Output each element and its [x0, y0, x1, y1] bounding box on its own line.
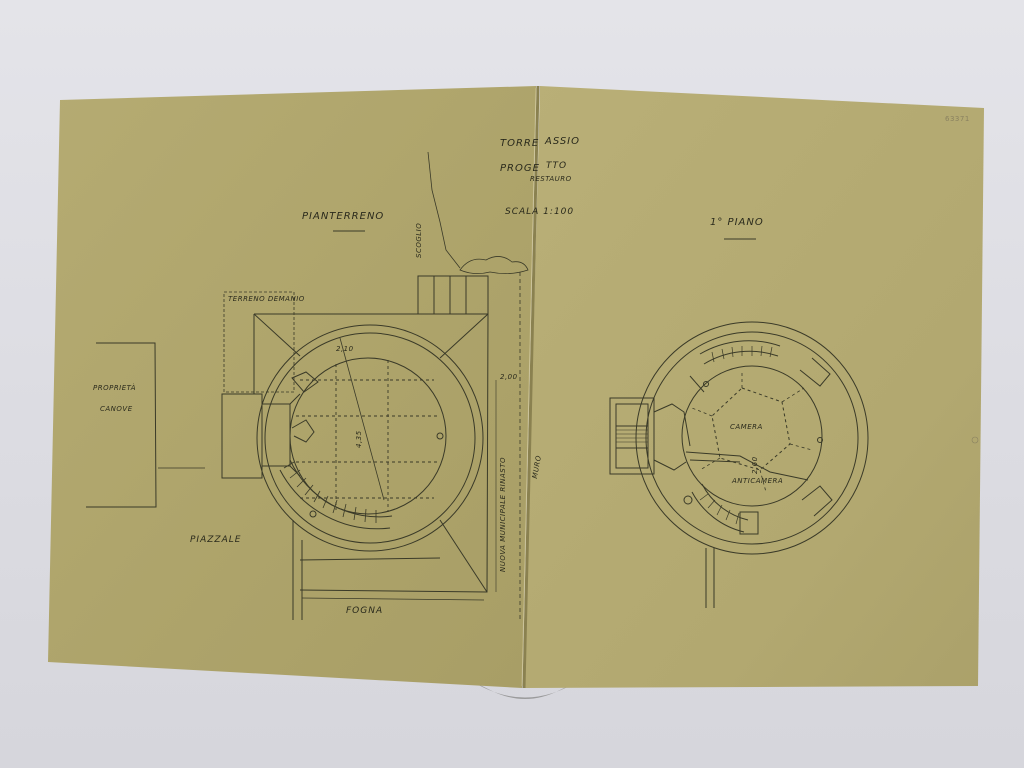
first-annex — [609, 397, 655, 475]
catalog-number: 63371 — [945, 115, 970, 123]
title-assio: ASSIO — [545, 136, 580, 147]
title-torre: TORRE — [500, 138, 540, 149]
title-restauro: RESTAURO — [530, 175, 572, 183]
first-dim-1: 2,60 — [751, 456, 759, 474]
ground-staircase — [279, 469, 391, 530]
ground-tower-outer — [256, 324, 484, 552]
center-fold — [522, 85, 540, 689]
sewer-label: FOGNA — [346, 606, 384, 616]
title-progetto-2: TTO — [546, 161, 568, 171]
square-label: PIAZZALE — [190, 535, 242, 545]
first-staircase — [699, 340, 781, 355]
first-anteroom-label: ANTICAMERA — [732, 477, 784, 485]
right-sheet — [524, 86, 984, 688]
road-label: NUOVA MUNICIPALE RINASTO — [499, 456, 507, 572]
drawing-scale: SCALA 1:100 — [505, 207, 575, 217]
first-tower-inner — [681, 365, 823, 507]
ground-dim-1: 4,35 — [355, 430, 363, 448]
property-label-1: PROPRIETÀ — [93, 384, 137, 392]
ground-dim-2: 2,10 — [336, 345, 354, 353]
ground-dim-3: 2,00 — [500, 373, 518, 381]
rocks — [459, 256, 529, 274]
ground-steps — [417, 275, 489, 315]
ground-floor-title: PIANTERRENO — [302, 211, 385, 222]
title-progetto: PROGE — [500, 163, 540, 174]
terrain-label: TERRENO DEMANIO — [228, 295, 305, 303]
rock-label: SCOGLIO — [415, 222, 423, 258]
terrain-outline — [223, 291, 295, 393]
first-room-label: CAMERA — [730, 423, 763, 431]
left-sheet — [48, 86, 536, 688]
property-outline — [86, 342, 157, 508]
ground-floor-frame — [254, 313, 489, 593]
property-label-2: CANOVE — [100, 405, 133, 413]
first-floor-title: 1° PIANO — [710, 217, 764, 228]
